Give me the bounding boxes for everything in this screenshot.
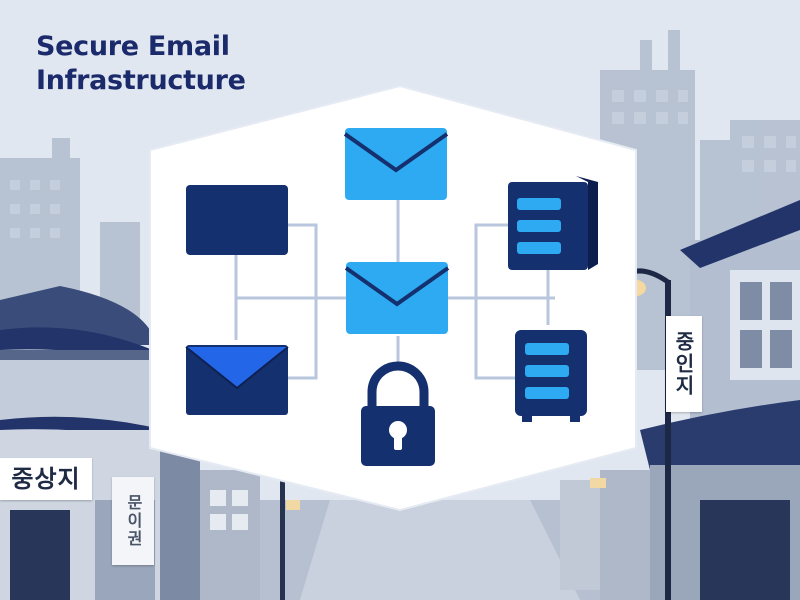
shop-sign-right: 중인지 [666, 316, 702, 412]
server-icon-top [508, 176, 598, 270]
server-icon-bottom [515, 330, 587, 422]
email-icon-top [343, 128, 449, 200]
shop-sign-left: 중상지 [0, 458, 92, 500]
email-icon-left [185, 345, 289, 415]
shop-sign-right-text: 중인지 [671, 331, 696, 397]
title-line-1: Secure Email [36, 31, 230, 62]
shop-sign-vertical: 문이권 [112, 477, 154, 565]
padlock-icon [361, 361, 435, 466]
left-hanok [0, 286, 260, 600]
street [300, 500, 580, 600]
box-icon [186, 185, 288, 255]
page-title: Secure Email Infrastructure [36, 30, 246, 98]
left-street-lamp [280, 480, 300, 600]
title-line-2: Infrastructure [36, 65, 246, 96]
email-icon-center [344, 262, 450, 334]
shop-sign-vertical-text: 문이권 [124, 494, 143, 548]
right-hanok [560, 200, 800, 600]
connector-lines [234, 200, 555, 380]
